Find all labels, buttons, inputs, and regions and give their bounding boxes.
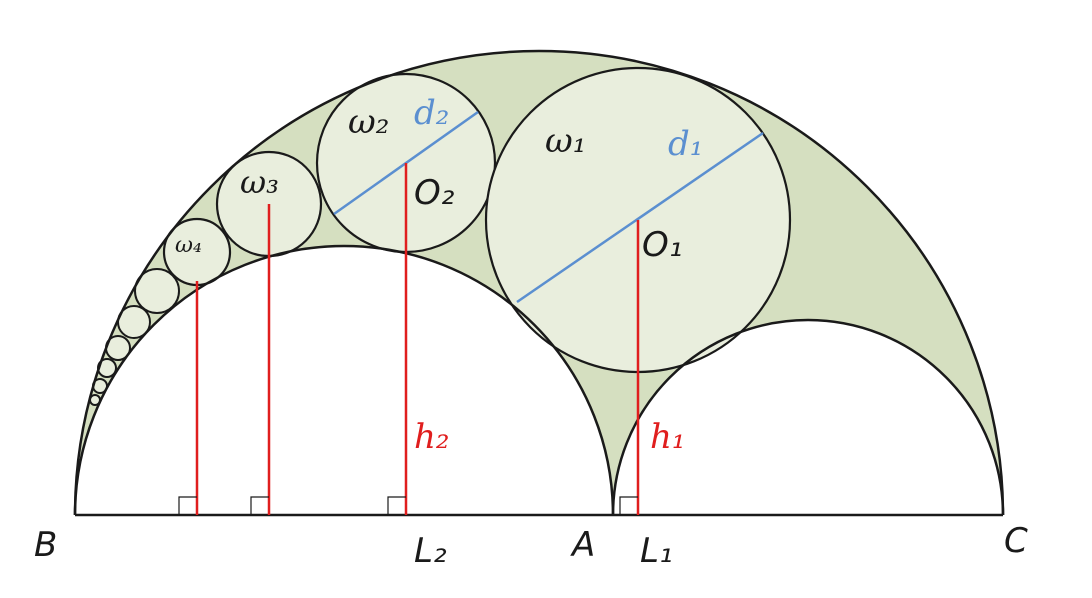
label-d2: d₂ (414, 93, 449, 133)
diameter-d1 (516, 131, 764, 304)
right-angle-marker (250, 496, 269, 515)
label-h2: h₂ (414, 417, 450, 457)
label-omega3: ω₃ (240, 163, 279, 201)
right-angle-markers (178, 496, 638, 515)
label-A: A (570, 525, 595, 565)
big-semicircle (73, 49, 1005, 516)
right-angle-marker (387, 496, 406, 515)
label-h1: h₁ (650, 417, 686, 457)
label-C: C (1004, 521, 1028, 561)
label-B: B (34, 525, 57, 565)
left-semicircle (73, 244, 615, 516)
right-angle-marker (619, 496, 638, 515)
right-angle-marker (178, 496, 197, 515)
label-omega4: ω₄ (175, 233, 202, 258)
pappus-chain-small (89, 268, 180, 406)
chain-circle-5 (134, 268, 180, 314)
label-O2: O₂ (414, 173, 455, 213)
label-L2: L₂ (414, 531, 447, 571)
label-omega1: ω₁ (545, 121, 586, 161)
right-semicircle (611, 318, 1005, 516)
label-O1: O₁ (642, 225, 682, 265)
label-d1: d₁ (668, 124, 703, 164)
label-omega2: ω₂ (348, 102, 389, 142)
label-L1: L₁ (640, 531, 673, 571)
